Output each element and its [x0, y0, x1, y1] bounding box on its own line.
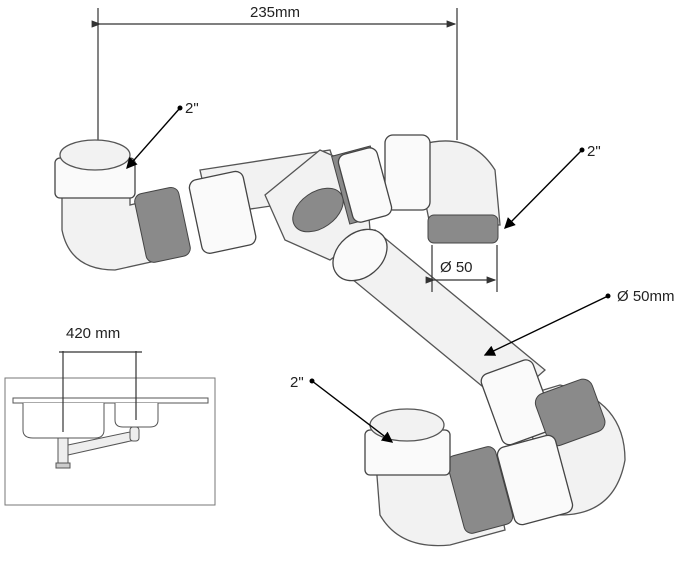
- right-outlet-connection-label: 2": [587, 143, 601, 160]
- callout-bottom-left: 2": [290, 374, 394, 443]
- top-left-elbow: [54, 139, 257, 271]
- width-label: 235mm: [250, 4, 300, 21]
- callout-pipe-diameter: Ø 50mm: [483, 288, 675, 356]
- width-dimension: 235mm: [91, 4, 458, 140]
- outlet-dimension: Ø 50: [425, 245, 498, 292]
- sink-inset: 420 mm: [4, 325, 216, 506]
- top-left-connection-label: 2": [185, 100, 199, 117]
- bottom-left-connection-label: 2": [290, 374, 304, 391]
- outlet-diameter-label: Ø 50: [440, 259, 473, 276]
- top-right-elbow: [337, 134, 501, 244]
- bottom-right-elbow: [480, 359, 626, 526]
- sink-spacing-label: 420 mm: [66, 325, 120, 342]
- callout-right-outlet: 2": [504, 143, 601, 229]
- callout-top-left: 2": [126, 100, 199, 170]
- pipe-diameter-label: Ø 50mm: [617, 288, 675, 305]
- bottom-left-elbow: [364, 408, 514, 547]
